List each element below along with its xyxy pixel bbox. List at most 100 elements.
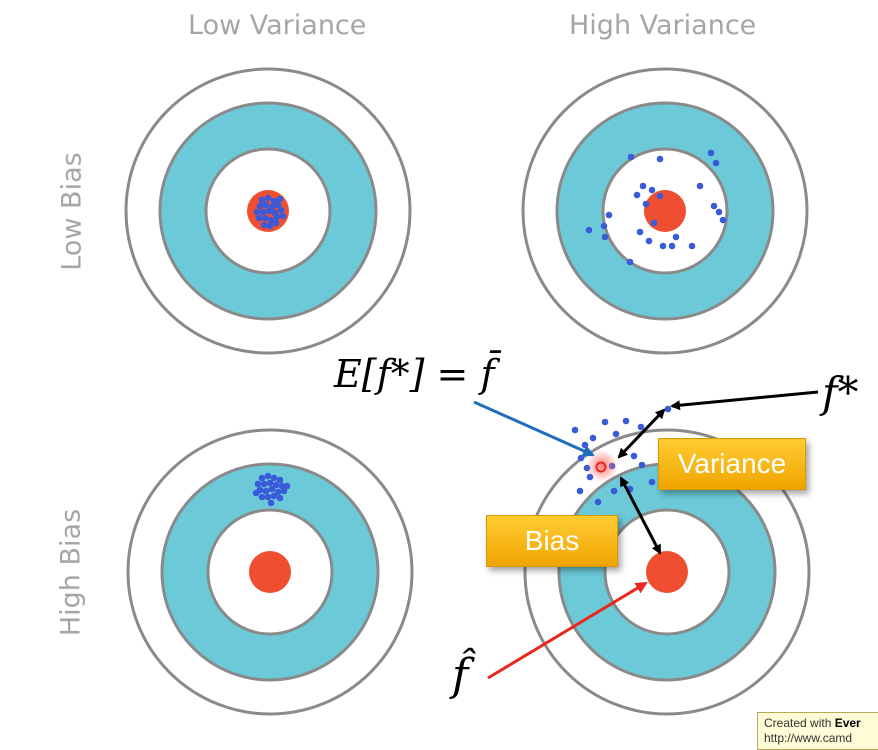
prediction-dot — [264, 472, 272, 480]
prediction-dot — [268, 485, 276, 493]
prediction-dot — [610, 487, 618, 495]
prediction-dot — [276, 494, 284, 502]
prediction-dot — [270, 492, 278, 500]
prediction-dot — [270, 474, 278, 482]
prediction-dot — [254, 480, 262, 488]
prediction-dot — [636, 228, 644, 236]
prediction-dot — [280, 487, 288, 495]
prediction-dot — [258, 493, 266, 501]
prediction-dot — [576, 487, 584, 495]
bullseye — [646, 551, 688, 593]
prediction-dot — [260, 221, 268, 229]
target-low-bias-high-variance — [521, 67, 809, 355]
prediction-dot — [274, 201, 282, 209]
watermark-url: http://www.camd — [764, 731, 853, 745]
f-hat-arrow — [487, 581, 648, 680]
prediction-dot — [626, 258, 634, 266]
prediction-dot — [258, 474, 266, 482]
prediction-dot — [715, 208, 723, 216]
prediction-dot — [622, 417, 630, 425]
prediction-dot — [266, 222, 274, 230]
bullseye — [249, 551, 291, 593]
prediction-dot — [594, 498, 602, 506]
bias-callout: Bias — [486, 515, 618, 567]
prediction-dot — [253, 208, 261, 216]
prediction-dot — [656, 155, 664, 163]
prediction-dot — [712, 159, 720, 167]
prediction-dot — [710, 202, 718, 210]
expectation-label: E[f*] = f̄ — [334, 352, 495, 396]
prediction-dot — [688, 242, 696, 250]
prediction-dot — [261, 214, 269, 222]
prediction-dot — [262, 487, 270, 495]
watermark-prefix: Created with — [764, 716, 835, 730]
prediction-dot — [267, 499, 275, 507]
prediction-dot — [276, 476, 284, 484]
prediction-dot — [612, 430, 620, 438]
prediction-dot — [601, 233, 609, 241]
prediction-dot — [577, 454, 585, 462]
prediction-dot — [255, 214, 263, 222]
mean-prediction-marker — [595, 461, 607, 473]
prediction-dot — [252, 489, 260, 497]
bullseye — [644, 190, 686, 232]
prediction-dot — [637, 423, 645, 431]
prediction-dot — [264, 493, 272, 501]
column-label-low-variance: Low Variance — [188, 10, 367, 41]
prediction-dot — [258, 196, 266, 204]
watermark: Created with Ever http://www.camd — [757, 712, 878, 750]
prediction-dot — [270, 197, 278, 205]
prediction-dot — [277, 206, 285, 214]
prediction-dot — [668, 242, 676, 250]
prediction-dot — [585, 226, 593, 234]
prediction-dot — [630, 452, 638, 460]
prediction-dot — [601, 418, 609, 426]
column-label-high-variance: High Variance — [569, 10, 757, 41]
prediction-dot — [581, 441, 589, 449]
prediction-dot — [600, 222, 608, 230]
prediction-dot — [283, 482, 291, 490]
prediction-dot — [650, 219, 658, 227]
prediction-dot — [266, 479, 274, 487]
prediction-dot — [260, 480, 268, 488]
prediction-dot — [648, 186, 656, 194]
prediction-dot — [262, 201, 270, 209]
prediction-dot — [633, 191, 641, 199]
prediction-dot — [274, 488, 282, 496]
prediction-dot — [265, 207, 273, 215]
target-high-bias-low-variance — [126, 428, 414, 716]
expectation-arrow — [473, 400, 595, 457]
prediction-dot — [707, 149, 715, 157]
prediction-dot — [267, 216, 275, 224]
prediction-dot — [256, 202, 264, 210]
prediction-dot — [273, 213, 281, 221]
f-star-pointer-arrow — [670, 390, 819, 411]
prediction-dot — [589, 434, 597, 442]
prediction-dot — [272, 481, 280, 489]
prediction-dot — [627, 153, 635, 161]
prediction-dot — [278, 482, 286, 490]
prediction-dot — [696, 182, 704, 190]
watermark-brand: Ever — [834, 716, 861, 730]
prediction-dot — [264, 194, 272, 202]
variance-arrow — [617, 408, 666, 459]
prediction-dot — [645, 237, 653, 245]
prediction-dot — [642, 200, 650, 208]
f-hat-label: f̂ — [452, 650, 469, 701]
prediction-dot — [279, 212, 287, 220]
prediction-dot — [272, 219, 280, 227]
mean-prediction-glow — [586, 450, 618, 482]
f-star-label: f* — [822, 368, 859, 417]
prediction-dot — [605, 211, 613, 219]
prediction-dot — [648, 478, 656, 486]
variance-callout: Variance — [658, 438, 806, 490]
prediction-dot — [719, 216, 727, 224]
prediction-dot — [672, 233, 680, 241]
prediction-dot — [659, 242, 667, 250]
prediction-dot — [276, 195, 284, 203]
prediction-dot — [656, 192, 664, 200]
prediction-dot — [638, 461, 646, 469]
bias-arrow — [619, 476, 662, 555]
prediction-dot — [639, 182, 647, 190]
